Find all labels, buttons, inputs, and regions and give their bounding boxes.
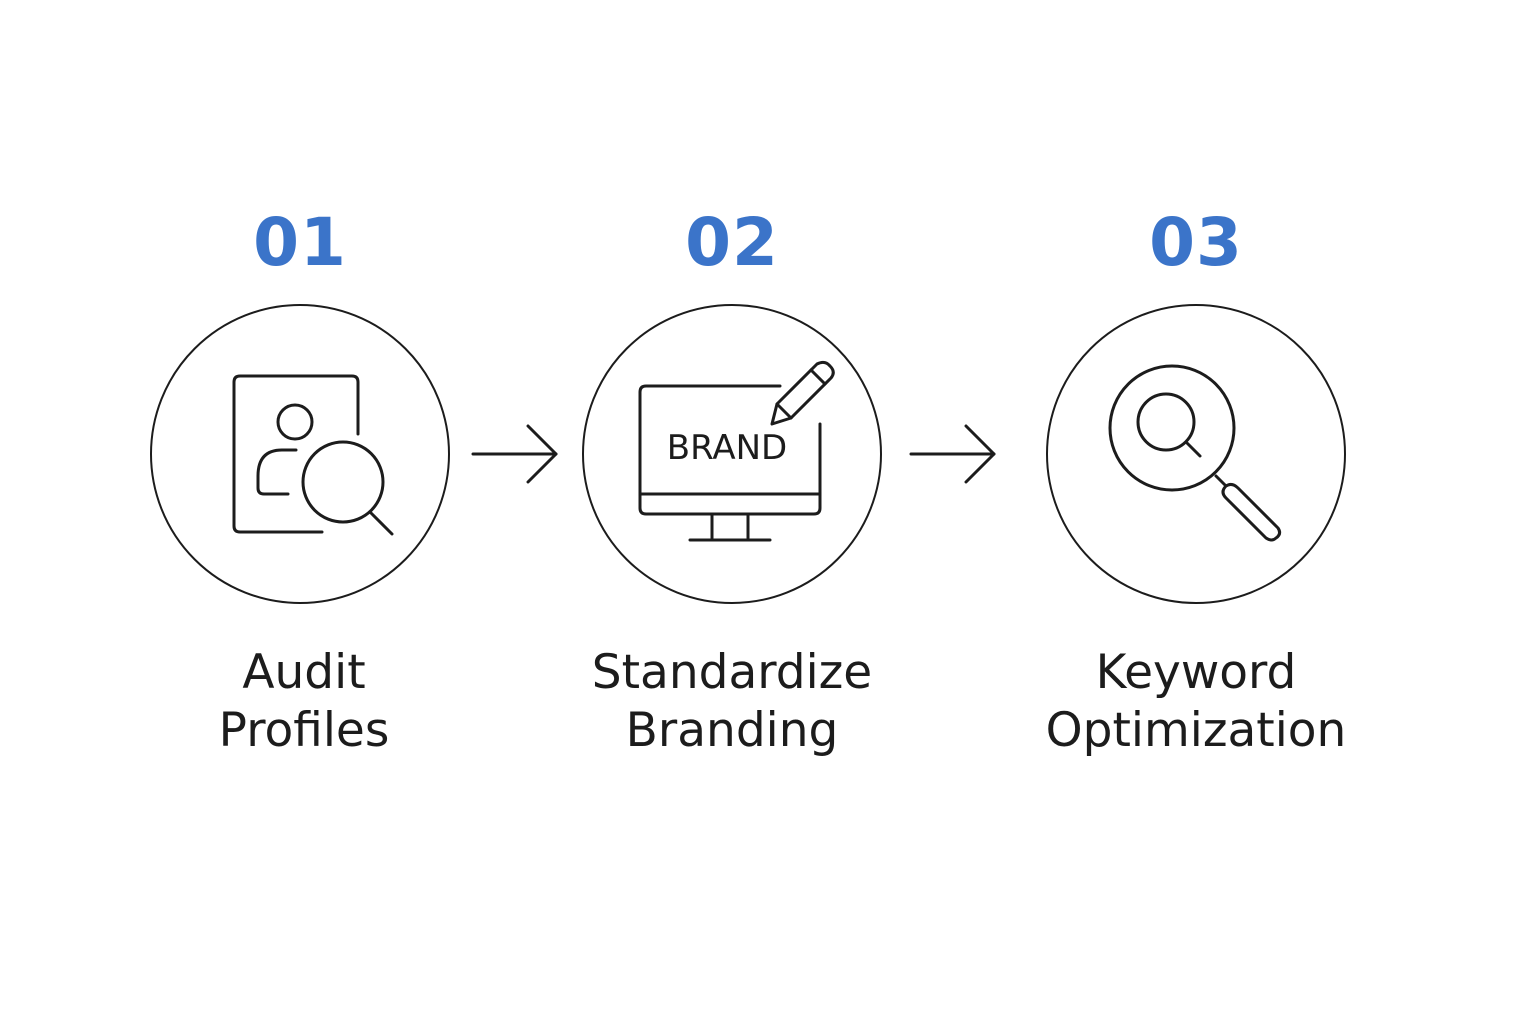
step-2-number: 02 — [685, 204, 779, 281]
step-3-label: Keyword Optimization — [986, 644, 1406, 760]
brand-text: BRAND — [667, 428, 787, 468]
magnifier-icon — [1108, 364, 1282, 542]
step-1-number: 01 — [253, 204, 347, 281]
step-2-label-line-1: Standardize — [591, 645, 873, 700]
arrow-right-icon — [471, 424, 558, 484]
brand-monitor-icon: BRAND — [638, 360, 835, 542]
arrow-right-icon — [909, 424, 996, 484]
profile-search-icon — [232, 374, 394, 536]
step-3-circle — [1046, 304, 1346, 604]
step-1-circle — [150, 304, 450, 604]
step-1-label: Audit Profiles — [94, 644, 514, 760]
step-1-label-line-1: Audit — [242, 645, 366, 700]
step-2-label: Standardize Branding — [522, 644, 942, 760]
step-3-number: 03 — [1149, 204, 1243, 281]
step-1-label-line-2: Profiles — [218, 703, 390, 758]
step-2-label-line-2: Branding — [625, 703, 839, 758]
step-2-circle: BRAND — [582, 304, 882, 604]
step-3-label-line-2: Optimization — [1045, 703, 1347, 758]
step-3-label-line-1: Keyword — [1095, 645, 1297, 700]
